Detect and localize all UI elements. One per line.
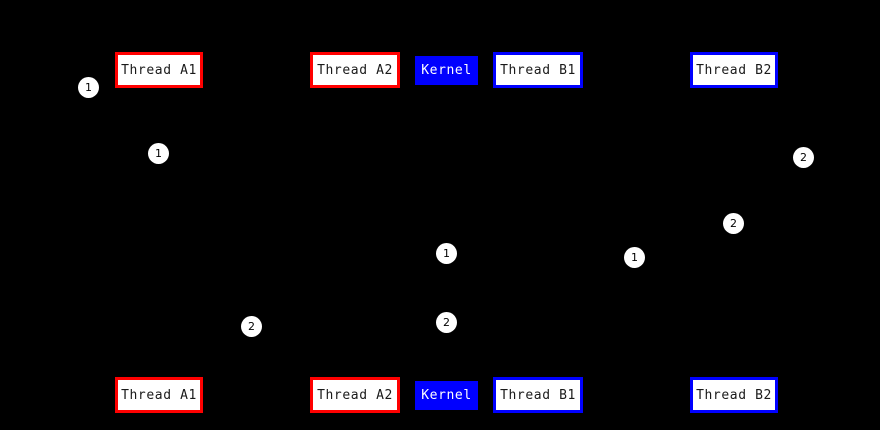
lifeline-stub-thread-b2-top [733, 88, 735, 98]
lifeline-box-thread-b1-top[interactable]: Thread B1 [493, 52, 583, 88]
lifeline-box-thread-a1-top[interactable]: Thread A1 [115, 52, 203, 88]
step-marker-1: 1 [436, 243, 457, 264]
lifeline-box-kernel-top[interactable]: Kernel [415, 56, 478, 85]
lifeline-label: Thread A2 [317, 387, 393, 403]
lifeline-box-thread-a2-top[interactable]: Thread A2 [310, 52, 400, 88]
step-marker-2: 2 [723, 213, 744, 234]
lifeline-label: Kernel [421, 388, 472, 403]
lifeline-label: Thread A1 [121, 62, 197, 78]
lifeline-stub-thread-a2-bottom [354, 367, 356, 377]
lifeline-stub-thread-b1-bottom [537, 367, 539, 377]
step-marker-2: 2 [436, 312, 457, 333]
step-marker-1: 1 [624, 247, 645, 268]
lifeline-stub-thread-a1-top [158, 88, 160, 98]
lifeline-label: Thread A1 [121, 387, 197, 403]
lifeline-box-thread-b2-top[interactable]: Thread B2 [690, 52, 778, 88]
step-marker-2: 2 [793, 147, 814, 168]
lifeline-stub-kernel-bottom [446, 371, 448, 381]
lifeline-box-thread-a2-bottom[interactable]: Thread A2 [310, 377, 400, 413]
lifeline-box-thread-b1-bottom[interactable]: Thread B1 [493, 377, 583, 413]
lifeline-box-thread-b2-bottom[interactable]: Thread B2 [690, 377, 778, 413]
lifeline-label: Thread B2 [696, 387, 772, 403]
lifeline-box-kernel-bottom[interactable]: Kernel [415, 381, 478, 410]
lifeline-label: Thread B1 [500, 62, 576, 78]
lifeline-stub-thread-a1-bottom [158, 367, 160, 377]
lifeline-label: Thread B1 [500, 387, 576, 403]
lifeline-stub-thread-a2-top [354, 88, 356, 98]
lifeline-stub-thread-b1-top [537, 88, 539, 98]
step-marker-1: 1 [148, 143, 169, 164]
lifeline-box-thread-a1-bottom[interactable]: Thread A1 [115, 377, 203, 413]
lifeline-stub-kernel-top [446, 85, 448, 95]
step-marker-2: 2 [241, 316, 262, 337]
lifeline-label: Thread B2 [696, 62, 772, 78]
step-marker-1: 1 [78, 77, 99, 98]
lifeline-label: Thread A2 [317, 62, 393, 78]
lifeline-label: Kernel [421, 63, 472, 78]
lifeline-stub-thread-b2-bottom [733, 367, 735, 377]
